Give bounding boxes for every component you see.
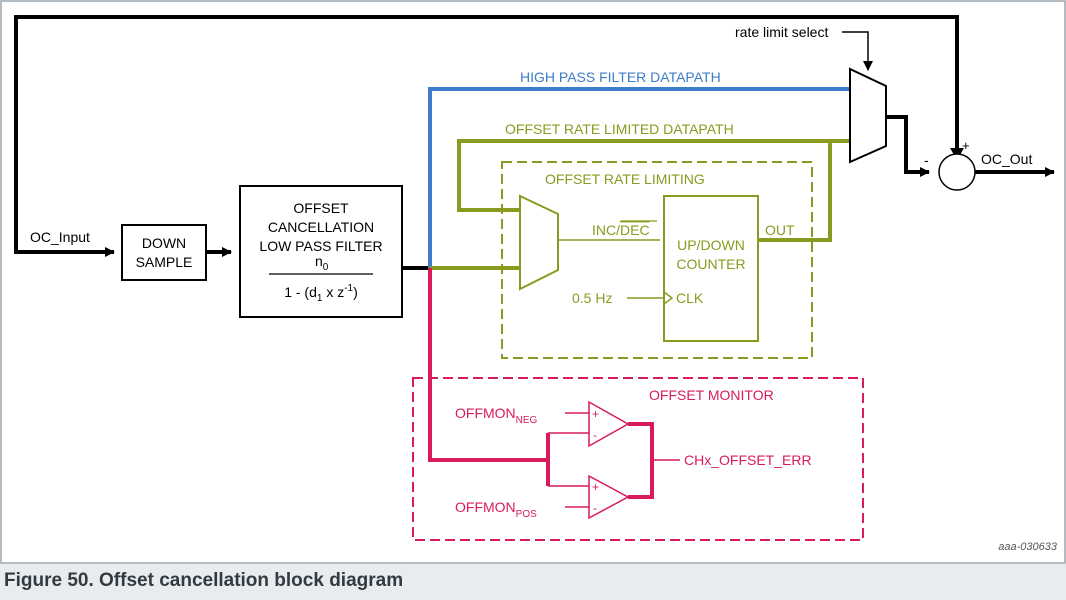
figure-frame	[0, 0, 1066, 564]
lpf-denominator: 1 - (d1 x z-1)	[284, 283, 358, 304]
rate-limited-datapath	[457, 139, 850, 212]
clock-freq-label: 0.5 Hz	[572, 290, 612, 306]
offset-monitor-label: OFFSET MONITOR	[649, 387, 774, 403]
plus-sign: +	[962, 138, 970, 153]
comparator-pos	[588, 474, 630, 520]
counter-label-2: COUNTER	[676, 256, 745, 272]
monitor-input-wire	[428, 268, 548, 462]
offset-rate-limiting-label: OFFSET RATE LIMITING	[545, 171, 705, 187]
down-sample-block	[121, 224, 207, 281]
rate-limited-label: OFFSET RATE LIMITED DATAPATH	[505, 121, 734, 137]
comparator-neg-plus: +	[592, 407, 599, 421]
counter-label-1: UP/DOWN	[677, 237, 745, 253]
up-down-counter-block	[663, 195, 759, 342]
lpf-title-3: LOW PASS FILTER	[259, 238, 382, 254]
feedback-wire	[14, 15, 959, 246]
input-wire	[14, 246, 115, 257]
lpf-title-1: OFFSET	[293, 200, 349, 216]
clock-edge-icon	[663, 291, 674, 305]
offset-err-label: CHx_OFFSET_ERR	[684, 452, 812, 468]
comparator-or-wire	[628, 422, 654, 499]
out-label: OUT	[765, 222, 795, 238]
rate-limit-select-label: rate limit select	[735, 24, 828, 40]
lpf-numerator: n0	[315, 253, 329, 273]
comparator-pos-plus: +	[592, 480, 599, 494]
rate-limit-select-wire	[842, 31, 873, 71]
oc-input-label: OC_Input	[30, 229, 90, 245]
high-pass-label: HIGH PASS FILTER DATAPATH	[520, 69, 721, 85]
figure-caption: Figure 50. Offset cancellation block dia…	[4, 570, 404, 591]
summing-junction	[938, 153, 976, 191]
offset-monitor-box	[412, 377, 864, 541]
comparator-pos-minus: -	[593, 501, 597, 515]
down-sample-label-2: SAMPLE	[136, 254, 193, 270]
figure-caption-bar: Figure 50. Offset cancellation block dia…	[0, 564, 1066, 600]
offset-rate-limiting-box	[501, 161, 813, 359]
clock-label: CLK	[676, 290, 704, 306]
offmon-neg-label: OFFMONNEG	[455, 405, 538, 426]
figure-ref-id: aaa-030633	[998, 541, 1058, 553]
oc-out-label: OC_Out	[981, 151, 1032, 167]
output-mux	[849, 67, 887, 164]
down-sample-label-1: DOWN	[142, 235, 186, 251]
comparator-neg	[588, 400, 630, 448]
lpf-title-2: CANCELLATION	[268, 219, 374, 235]
lpf-block	[239, 185, 403, 318]
minus-sign: -	[924, 152, 929, 168]
counter-output-wire	[758, 141, 832, 242]
offset-cancellation-diagram: OC_Input DOWN SAMPLE OFFSET CANCELLATION…	[0, 0, 1066, 564]
inc-dec-label: INC/DEC	[592, 222, 650, 238]
mux-to-summer-wire	[886, 115, 930, 177]
offmon-pos-label: OFFMONPOS	[455, 499, 537, 520]
high-pass-datapath	[428, 87, 850, 268]
rate-limit-mux	[519, 194, 559, 291]
comparator-neg-minus: -	[593, 428, 597, 442]
